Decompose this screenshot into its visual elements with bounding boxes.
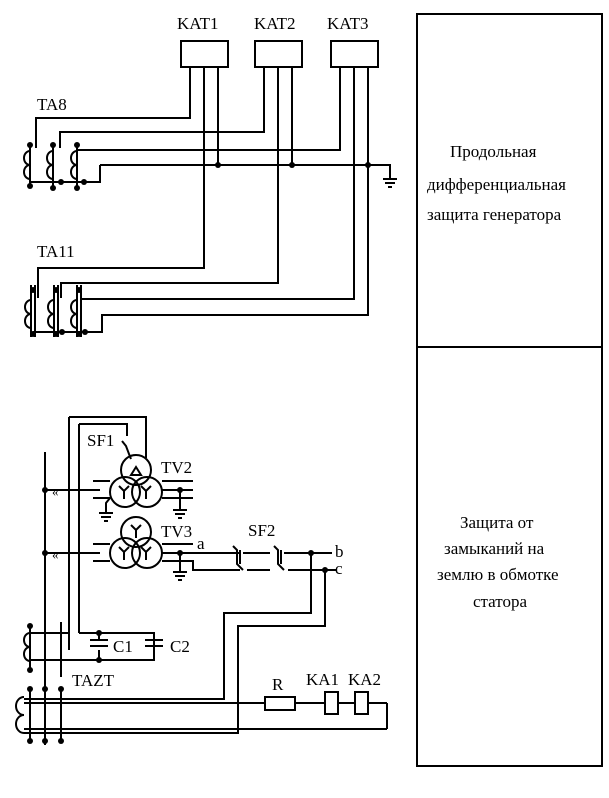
sf2-switch <box>232 545 336 573</box>
label-c1: C1 <box>113 637 133 656</box>
label-ta8: TA8 <box>37 95 67 114</box>
label-tazt: TAZT <box>72 671 115 690</box>
label-terminal-a: a <box>197 534 205 553</box>
r-ka-chain <box>264 691 387 715</box>
relay-ka2 <box>354 691 369 715</box>
label-kat1: KAT1 <box>177 14 219 33</box>
panel-top-line-2: дифференциальная <box>427 175 566 194</box>
tazt-transformer <box>15 622 388 744</box>
label-ta11: TA11 <box>37 242 75 261</box>
label-ka2: KA2 <box>348 670 381 689</box>
label-c2: C2 <box>170 637 190 656</box>
resistor-r <box>264 696 296 711</box>
panel-bottom-line-2: замыканий на <box>444 539 545 558</box>
relay-kat3 <box>330 40 379 68</box>
label-sf1: SF1 <box>87 431 114 450</box>
panel-bottom-line-1: Защита от <box>460 513 534 532</box>
label-ka1: KA1 <box>306 670 339 689</box>
relay-kat2 <box>254 40 303 68</box>
panel-top-line-3: защита генератора <box>427 205 562 224</box>
label-kat3: KAT3 <box>327 14 369 33</box>
panel-top-line-1: Продольная <box>450 142 537 161</box>
label-sf2: SF2 <box>248 521 275 540</box>
panel-frame <box>416 13 603 767</box>
relay-ka1 <box>324 691 339 715</box>
label-tv2: TV2 <box>161 458 192 477</box>
relay-kat1 <box>180 40 229 68</box>
label-terminal-c: c <box>335 559 343 578</box>
ta8-coils <box>23 142 87 191</box>
svg-text:«: « <box>52 547 59 562</box>
tv2-transformer <box>93 454 193 522</box>
label-terminal-b: b <box>335 542 344 561</box>
panel-bottom-line-3: землю в обмотке <box>437 565 559 584</box>
svg-text:«: « <box>52 484 59 499</box>
bc-wires <box>24 553 326 734</box>
kat-wires <box>35 67 397 200</box>
label-tv3: TV3 <box>161 522 192 541</box>
label-kat2: KAT2 <box>254 14 296 33</box>
ta11-coils <box>24 165 369 337</box>
busbars: « « <box>42 416 147 745</box>
panel-bottom-line-4: статора <box>473 592 527 611</box>
capacitors <box>30 630 163 663</box>
tv3-transformer <box>93 516 240 581</box>
label-r: R <box>272 675 284 694</box>
